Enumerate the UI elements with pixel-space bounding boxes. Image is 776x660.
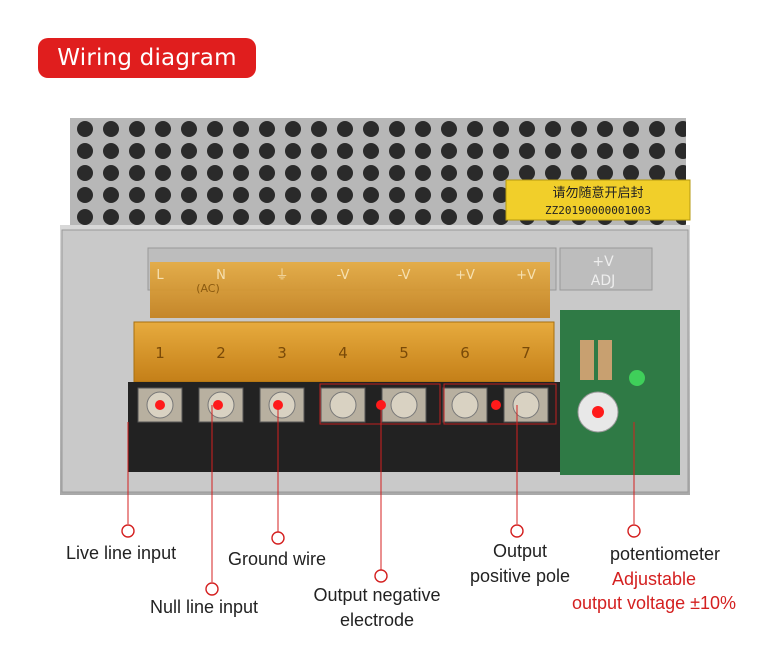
label-live-line-input: Live line input bbox=[66, 543, 177, 563]
terminal-marking-6: +V bbox=[455, 268, 475, 283]
label-adjustable-voltage: Adjustable output voltage ±10% bbox=[554, 569, 754, 614]
terminal-number-3: 3 bbox=[277, 344, 287, 362]
marker-rings bbox=[121, 524, 641, 596]
terminal-screw-6 bbox=[442, 387, 488, 423]
label-output-negative-line1: Output negative bbox=[313, 585, 441, 605]
leader-lines bbox=[127, 405, 635, 582]
ring-live bbox=[121, 524, 135, 538]
diagram-title: Wiring diagram bbox=[38, 38, 256, 78]
ac-text: (AC) bbox=[196, 282, 220, 295]
terminal-number-4: 4 bbox=[338, 344, 348, 362]
sticker-text-2: ZZ20190000001003 bbox=[545, 204, 651, 217]
terminal-block bbox=[128, 382, 560, 472]
label-output-negative-line2: electrode bbox=[339, 610, 415, 630]
terminal-marking-7: +V bbox=[516, 268, 536, 283]
terminal-screw-3 bbox=[259, 387, 305, 423]
terminal-number-6: 6 bbox=[460, 344, 470, 362]
label-output-positive-line1: Output bbox=[492, 541, 548, 561]
terminal-marking-3: ⏚ bbox=[275, 268, 288, 283]
label-ground-wire: Ground wire bbox=[228, 549, 327, 569]
terminal-screw-7 bbox=[503, 387, 549, 423]
label-output-negative: Output negative electrode bbox=[304, 585, 450, 631]
ring-ground bbox=[271, 531, 285, 545]
terminal-number-1: 1 bbox=[155, 344, 165, 362]
terminal-marking-1: L bbox=[156, 268, 164, 283]
adj-text: ADJ bbox=[591, 273, 616, 289]
terminal-marking-2: N bbox=[216, 268, 226, 283]
terminal-marking-5: -V bbox=[398, 268, 411, 283]
amber-terminal-cover-front: 1 2 3 4 5 6 7 bbox=[133, 321, 555, 383]
marker-dots bbox=[155, 400, 604, 418]
amber-terminal-cover-top: L N ⏚ -V -V +V +V (AC) bbox=[150, 262, 550, 318]
terminal-screw-4 bbox=[320, 387, 366, 423]
terminal-number-2: 2 bbox=[216, 344, 226, 362]
ring-negative bbox=[374, 569, 388, 583]
terminal-marking-4: -V bbox=[337, 268, 350, 283]
adj-plus-text: +V bbox=[592, 254, 614, 270]
label-output-positive: Output positive pole bbox=[462, 541, 578, 587]
ring-positive bbox=[510, 524, 524, 538]
terminal-screw-5 bbox=[381, 387, 427, 423]
terminal-number-5: 5 bbox=[399, 344, 409, 362]
ring-null bbox=[205, 582, 219, 596]
label-adjustable-line1: Adjustable bbox=[611, 569, 697, 589]
label-adjustable-line2: output voltage ±10% bbox=[572, 593, 736, 613]
pcb-board bbox=[560, 310, 680, 475]
sticker-text-1: 请勿随意开启封 bbox=[552, 185, 643, 201]
label-potentiometer: potentiometer bbox=[609, 544, 721, 564]
label-null-line-input: Null line input bbox=[150, 597, 259, 617]
terminal-number-7: 7 bbox=[521, 344, 531, 362]
label-output-positive-line2: positive pole bbox=[469, 566, 571, 586]
led-indicator bbox=[629, 370, 645, 386]
warranty-sticker: 请勿随意开启封 ZZ20190000001003 bbox=[505, 179, 691, 221]
ring-potentiometer bbox=[627, 524, 641, 538]
